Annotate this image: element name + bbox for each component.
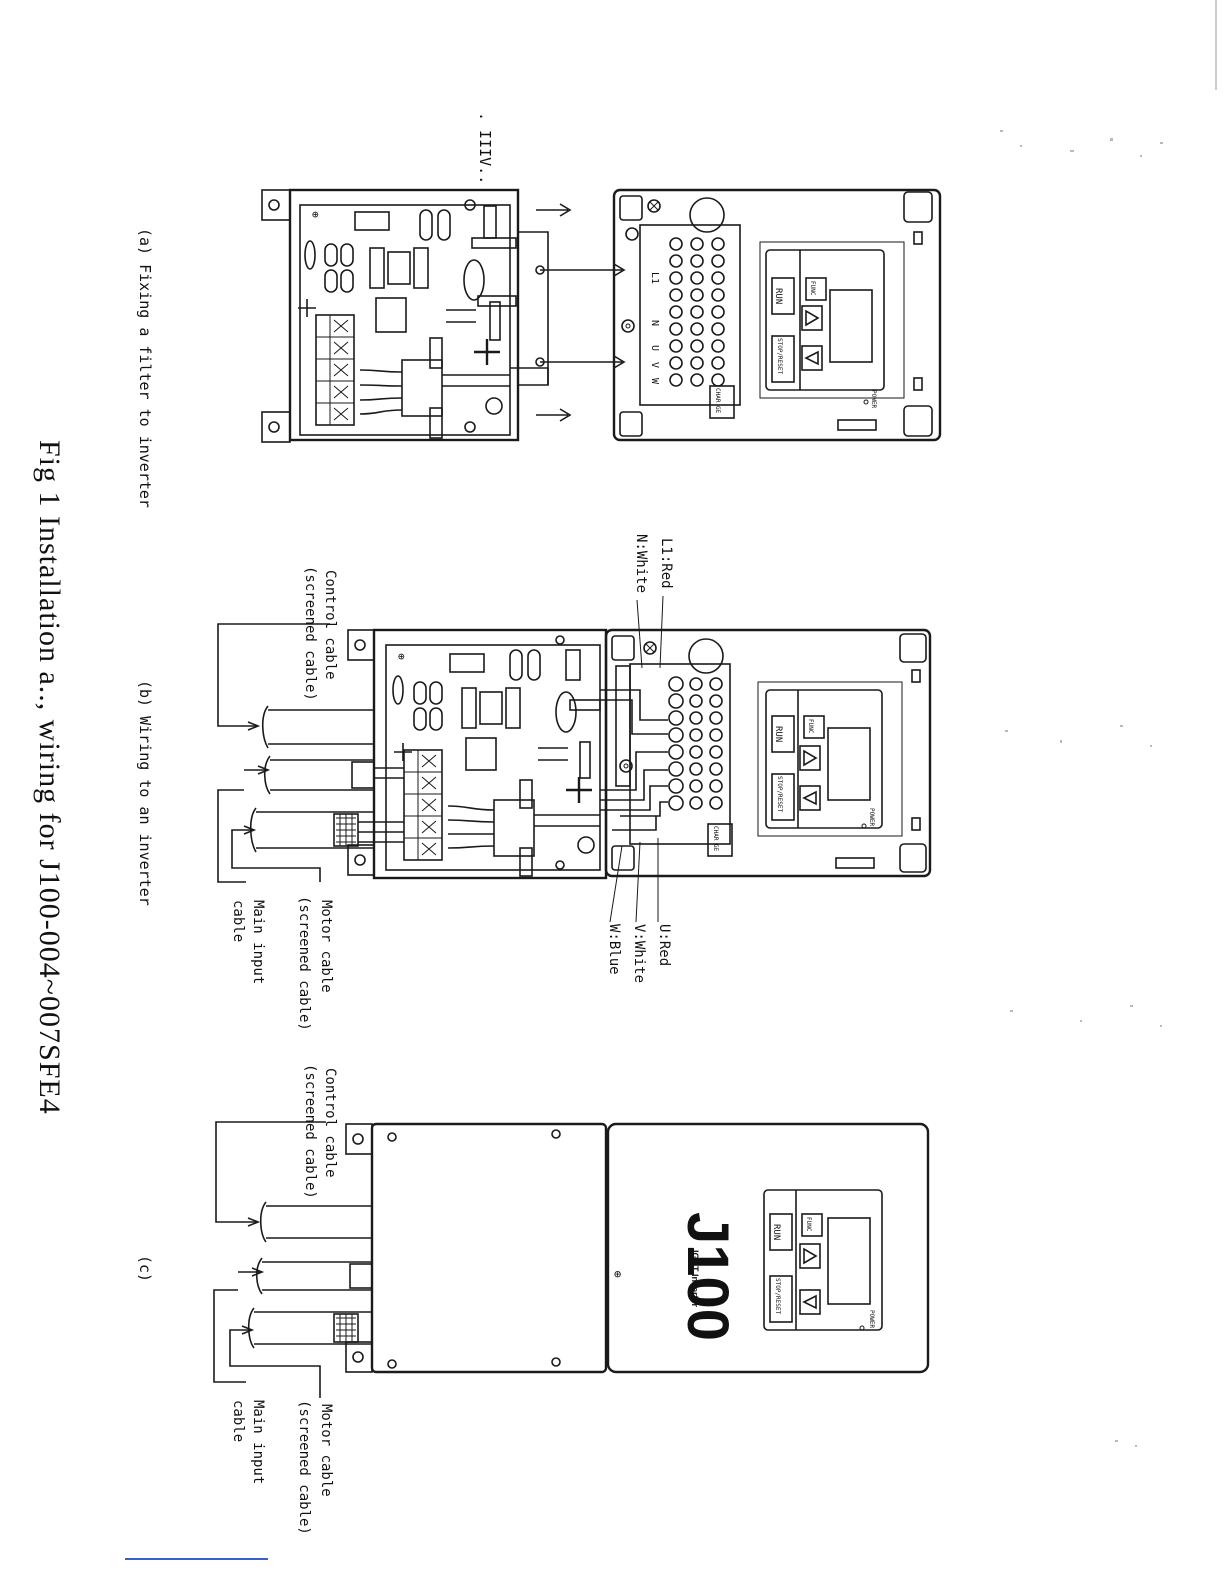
label-v-white: V:White: [631, 924, 647, 983]
label-main-input-c-2: cable: [230, 1400, 246, 1442]
label-n-white: N:White: [633, 534, 649, 593]
cables-b: [217, 623, 404, 883]
svg-text:RUN: RUN: [773, 288, 783, 304]
svg-text:W: W: [649, 378, 660, 385]
svg-text:N: N: [649, 320, 660, 326]
svg-text:CHAR GE: CHAR GE: [712, 826, 719, 852]
svg-text:POWER: POWER: [868, 1310, 875, 1328]
cables-c: [213, 1121, 373, 1398]
panel-c: ⊕ J100 IGBT Inverter RUN FUNC STOP/RESET…: [213, 1064, 930, 1535]
filter-cover-c: [345, 1122, 608, 1374]
svg-text:STOP/RESET: STOP/RESET: [776, 338, 783, 375]
label-w-blue: W:Blue: [606, 924, 622, 975]
keypad-a: RUN FUNC STOP/RESET POWER: [759, 241, 905, 408]
label-control-cable-b-2: (screened cable): [302, 566, 318, 701]
label-motor-cable-c-1: Motor cable: [318, 1404, 334, 1497]
svg-text:STOP/RESET: STOP/RESET: [774, 1278, 781, 1315]
label-main-input-b-2: cable: [230, 900, 246, 942]
svg-text:FUNC: FUNC: [807, 719, 814, 734]
svg-text:RUN: RUN: [771, 1224, 781, 1240]
svg-text:FUNC: FUNC: [809, 281, 816, 296]
page-header-mark: . IIIV..: [476, 112, 494, 184]
svg-text:RUN: RUN: [773, 726, 783, 742]
label-control-cable-c-1: Control cable: [322, 1068, 338, 1178]
caption-panel-a: (a) Fixing a filter to inverter: [136, 228, 154, 508]
brand-logo: J100: [675, 1212, 740, 1341]
caption-panel-c: (c): [136, 1255, 154, 1282]
label-motor-cable-c-2: (screened cable): [296, 1400, 312, 1535]
svg-text:V: V: [649, 362, 660, 368]
terminal-screws-a: [669, 237, 725, 387]
label-motor-cable-b-2: (screened cable): [296, 896, 312, 1031]
figure-title: Fig 1 Installation a.., wiring for J100-…: [33, 440, 66, 1115]
panel-b: ⊕: [217, 534, 932, 1031]
svg-text:L1: L1: [649, 272, 660, 284]
inverter-unit-a: L1 N U V W CHAR GE RUN FUNC: [612, 188, 942, 442]
svg-text:⊕: ⊕: [614, 1267, 621, 1281]
label-control-cable-c-2: (screened cable): [302, 1064, 318, 1199]
keypad-b: RUN FUNC STOP/RESET POWER: [757, 681, 903, 837]
terminal-letters-a: L1 N U V W: [649, 272, 660, 385]
inverter-cover-c: ⊕ J100 IGBT Inverter RUN FUNC STOP/RESET…: [606, 1122, 930, 1374]
scan-noise: [1000, 0, 1217, 1447]
keypad-c: RUN FUNC STOP/RESET POWER: [763, 1189, 883, 1331]
svg-text:⊕: ⊕: [312, 208, 319, 221]
brand-subtitle: IGBT Inverter: [690, 1250, 700, 1308]
label-main-input-c-1: Main input: [250, 1400, 266, 1484]
svg-text:U: U: [649, 345, 660, 351]
svg-text:POWER: POWER: [870, 390, 877, 408]
filter-unit-a: ⊕: [261, 188, 549, 443]
svg-text:POWER: POWER: [868, 808, 875, 826]
filter-to-inverter-wires: [600, 665, 668, 831]
svg-text:STOP/RESET: STOP/RESET: [776, 776, 783, 813]
label-u-red: U:Red: [656, 924, 672, 966]
filter-unit-b: ⊕: [347, 628, 608, 880]
inverter-unit-b: CHAR GE RUN FUNC: [600, 628, 932, 878]
svg-text:⊕: ⊕: [398, 650, 405, 663]
label-main-input-b-1: Main input: [250, 900, 266, 984]
panel-a: ⊕: [261, 188, 942, 443]
terminal-screws-b: [668, 676, 723, 811]
label-l1-red: L1:Red: [658, 538, 674, 589]
caption-panel-b: (b) Wiring to an inverter: [136, 680, 154, 906]
svg-text:CHAR GE: CHAR GE: [714, 388, 721, 414]
label-motor-cable-b-1: Motor cable: [318, 900, 334, 993]
svg-text:FUNC: FUNC: [805, 1217, 812, 1232]
color-leaders: [609, 595, 664, 923]
mount-arrows-a: [536, 203, 626, 422]
label-control-cable-b-1: Control cable: [322, 570, 338, 680]
